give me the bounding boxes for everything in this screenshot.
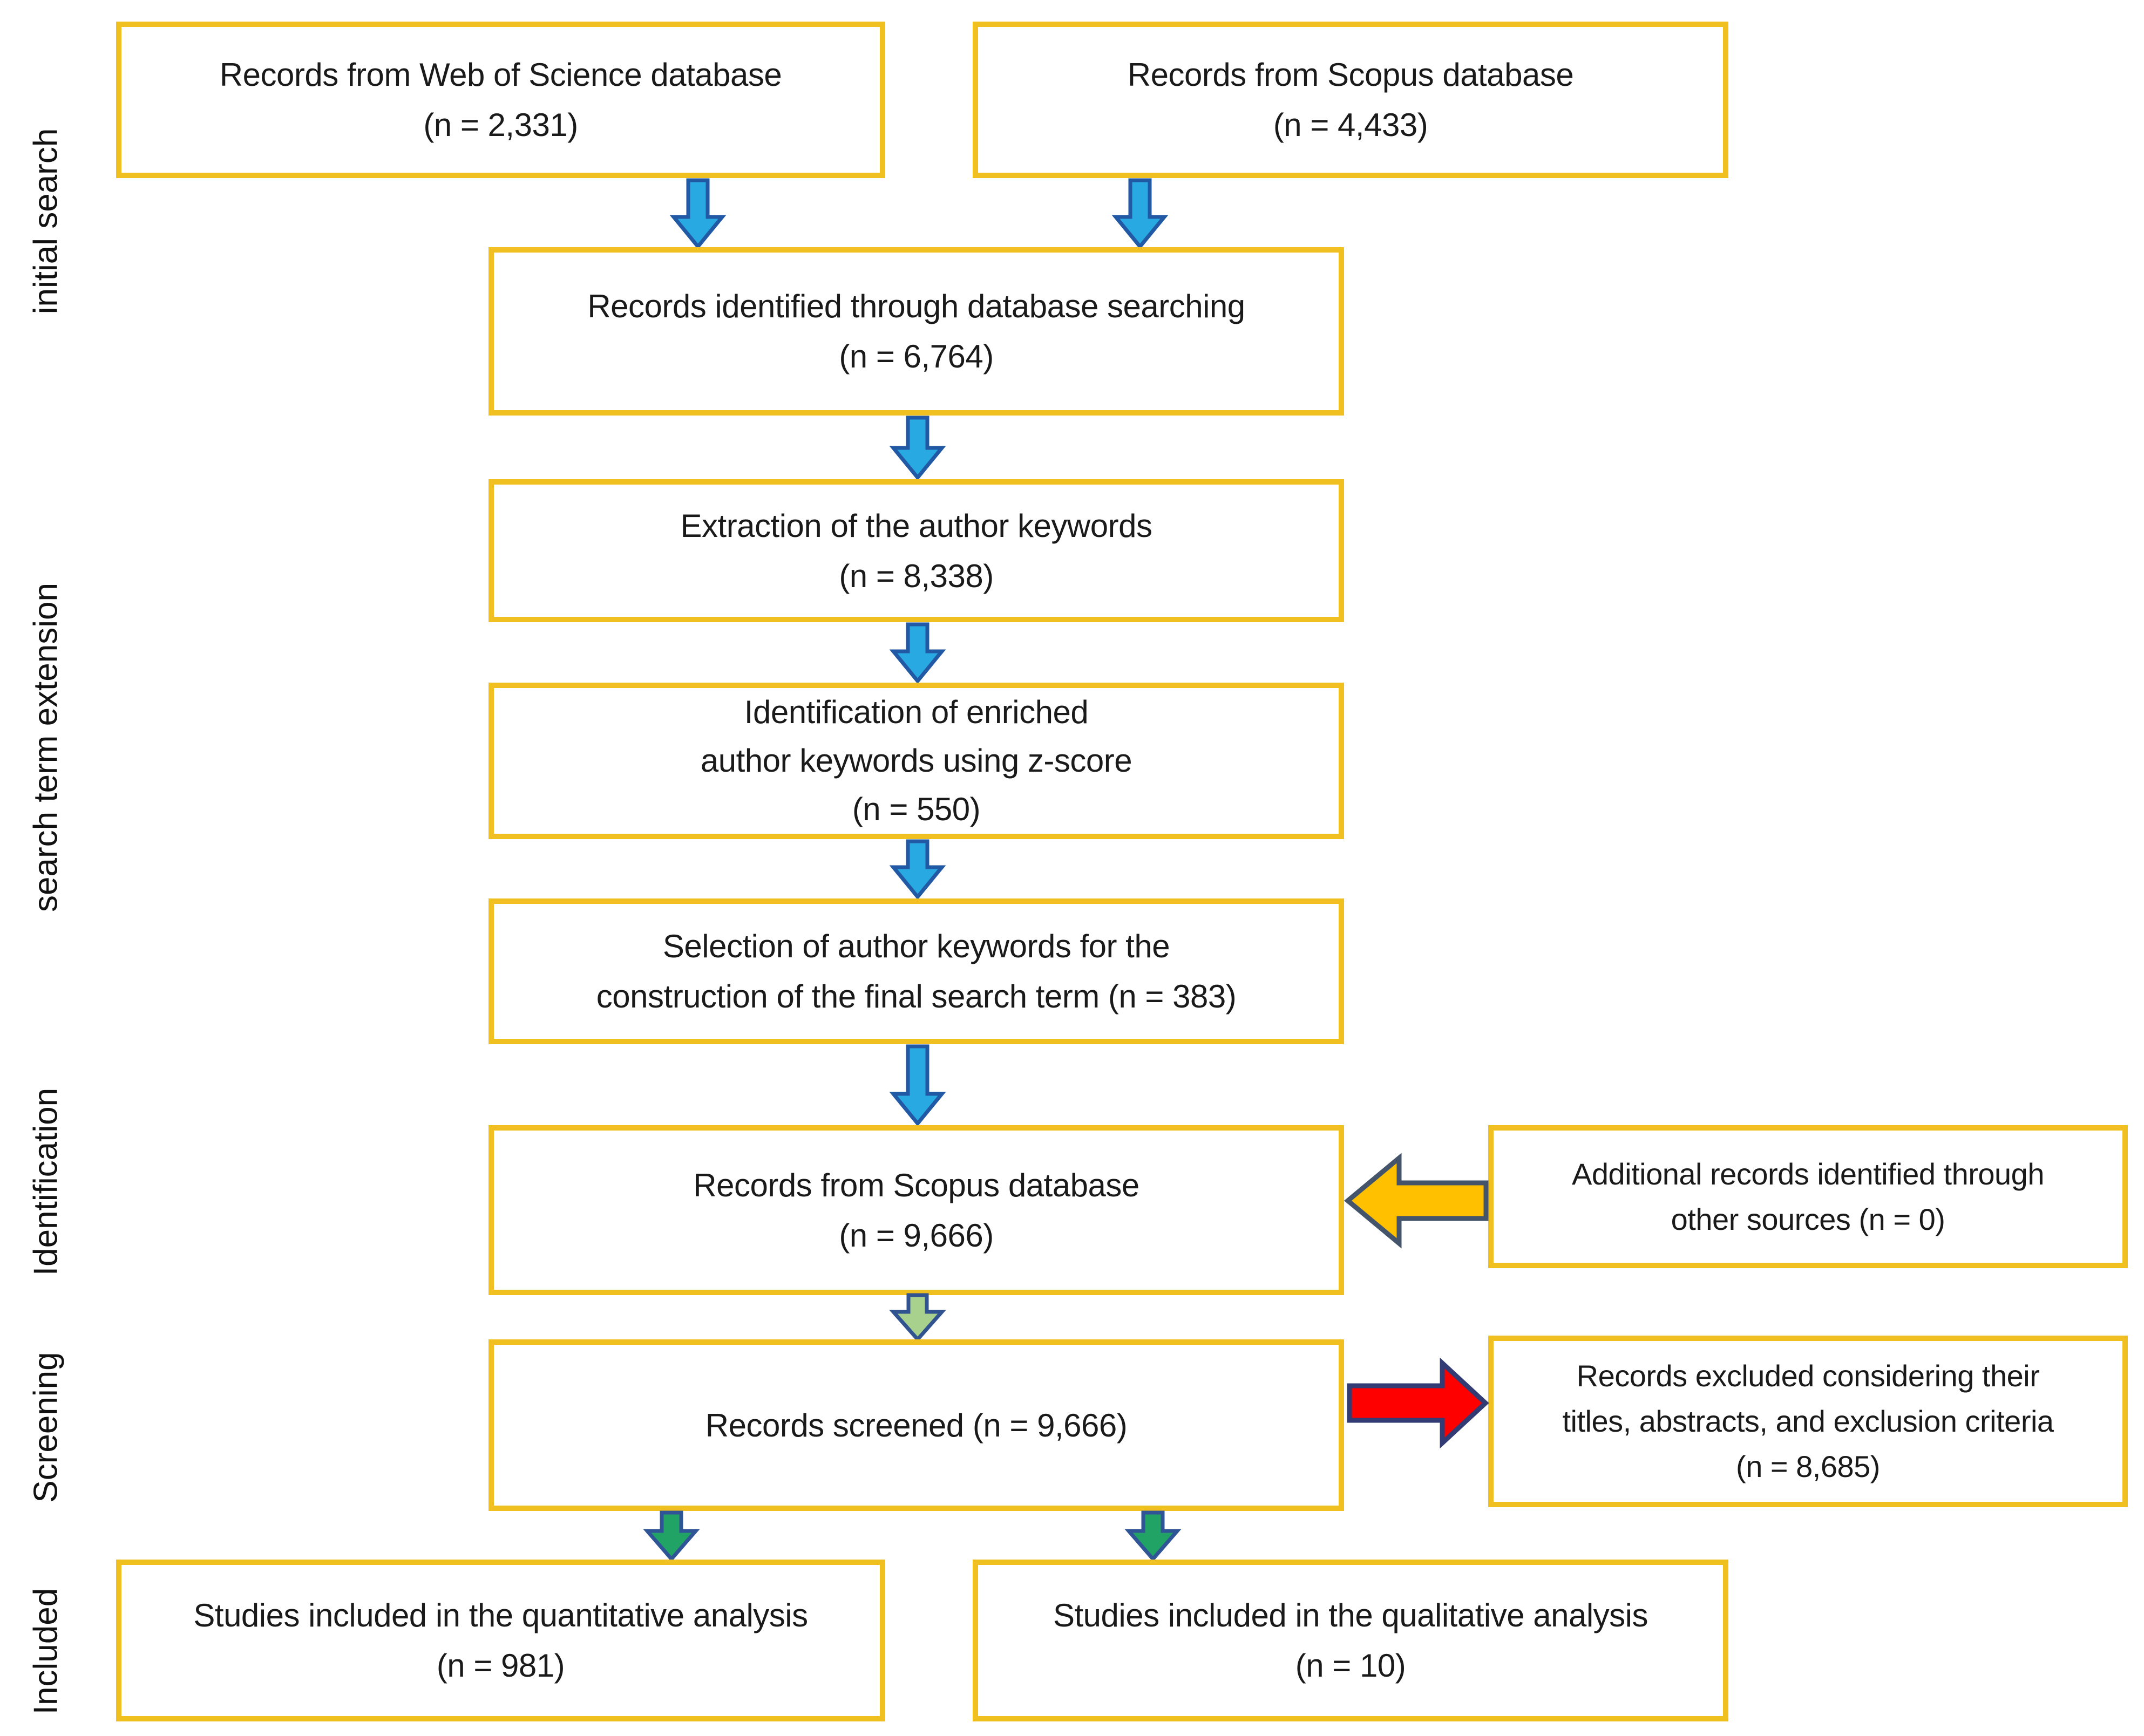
arrow-screened-to-excluded-shape <box>1347 1357 1489 1449</box>
box-records-excluded: Records excluded considering their title… <box>1488 1336 2128 1507</box>
arrow-selection-to-scopus-final <box>889 1044 946 1127</box>
box-quantitative-analysis-text: Studies included in the quantitative ana… <box>193 1597 808 1684</box>
box-records-excluded-text: Records excluded considering their title… <box>1562 1359 2054 1483</box>
box-additional-records-text: Additional records identified through ot… <box>1572 1156 2044 1236</box>
box-scopus-records-initial: Records from Scopus database (n = 4,433) <box>973 22 1728 178</box>
box-qualitative-analysis: Studies included in the qualitative anal… <box>973 1560 1728 1721</box>
box-keyword-extraction: Extraction of the author keywords (n = 8… <box>488 479 1344 622</box>
box-web-of-science-records-text: Records from Web of Science database (n … <box>219 57 782 143</box>
box-quantitative-analysis: Studies included in the quantitative ana… <box>116 1560 885 1721</box>
box-enriched-keywords: Identification of enriched author keywor… <box>488 683 1344 839</box>
section-label-screening: Screening <box>27 1352 65 1503</box>
box-records-screened: Records screened (n = 9,666) <box>488 1339 1344 1511</box>
section-label-identification: Identification <box>27 1087 65 1276</box>
box-additional-records: Additional records identified through ot… <box>1488 1125 2128 1268</box>
arrow-screened-to-quantitative-shape <box>643 1510 700 1562</box>
arrow-extraction-to-enriched-shape <box>889 622 946 684</box>
box-records-identified-text: Records identified through database sear… <box>587 288 1245 375</box>
box-keyword-extraction-text: Extraction of the author keywords (n = 8… <box>680 507 1152 594</box>
arrow-identified-to-extraction <box>889 416 946 481</box>
box-qualitative-analysis-text: Studies included in the qualitative anal… <box>1053 1597 1648 1684</box>
arrow-scopus-to-identified <box>1111 178 1169 250</box>
box-enriched-keywords-text: Identification of enriched author keywor… <box>700 694 1132 827</box>
arrow-scopus-to-identified-shape <box>1111 178 1169 250</box>
section-label-included: Included <box>27 1588 65 1715</box>
box-web-of-science-records: Records from Web of Science database (n … <box>116 22 885 178</box>
arrow-enriched-to-selection-shape <box>889 839 946 900</box>
box-scopus-records-final-text: Records from Scopus database (n = 9,666) <box>693 1167 1139 1254</box>
arrow-screened-to-qualitative-shape <box>1124 1510 1182 1562</box>
box-scopus-records-initial-text: Records from Scopus database (n = 4,433) <box>1127 57 1574 143</box>
arrow-additional-to-scopus-final <box>1344 1153 1489 1249</box>
arrow-screened-to-excluded <box>1347 1357 1489 1449</box>
section-label-initial-search: initial search <box>27 128 65 315</box>
arrow-screened-to-quantitative <box>643 1510 700 1562</box>
box-records-identified: Records identified through database sear… <box>488 247 1344 416</box>
arrow-additional-to-scopus-final-shape <box>1344 1153 1489 1249</box>
arrow-screened-to-qualitative <box>1124 1510 1182 1562</box>
section-label-search-term-extension: search term extension <box>27 583 65 912</box>
arrow-wos-to-identified <box>669 178 727 250</box>
box-scopus-records-final: Records from Scopus database (n = 9,666) <box>488 1125 1344 1295</box>
arrow-enriched-to-selection <box>889 839 946 900</box>
arrow-scopus-final-to-screened-shape <box>889 1293 946 1343</box>
arrow-wos-to-identified-shape <box>669 178 727 250</box>
arrow-scopus-final-to-screened <box>889 1293 946 1343</box>
arrow-selection-to-scopus-final-shape <box>889 1044 946 1127</box>
box-keyword-selection-text: Selection of author keywords for the con… <box>596 928 1237 1015</box>
arrow-extraction-to-enriched <box>889 622 946 684</box>
box-keyword-selection: Selection of author keywords for the con… <box>488 898 1344 1044</box>
box-records-screened-text: Records screened (n = 9,666) <box>705 1407 1128 1444</box>
arrow-identified-to-extraction-shape <box>889 416 946 481</box>
